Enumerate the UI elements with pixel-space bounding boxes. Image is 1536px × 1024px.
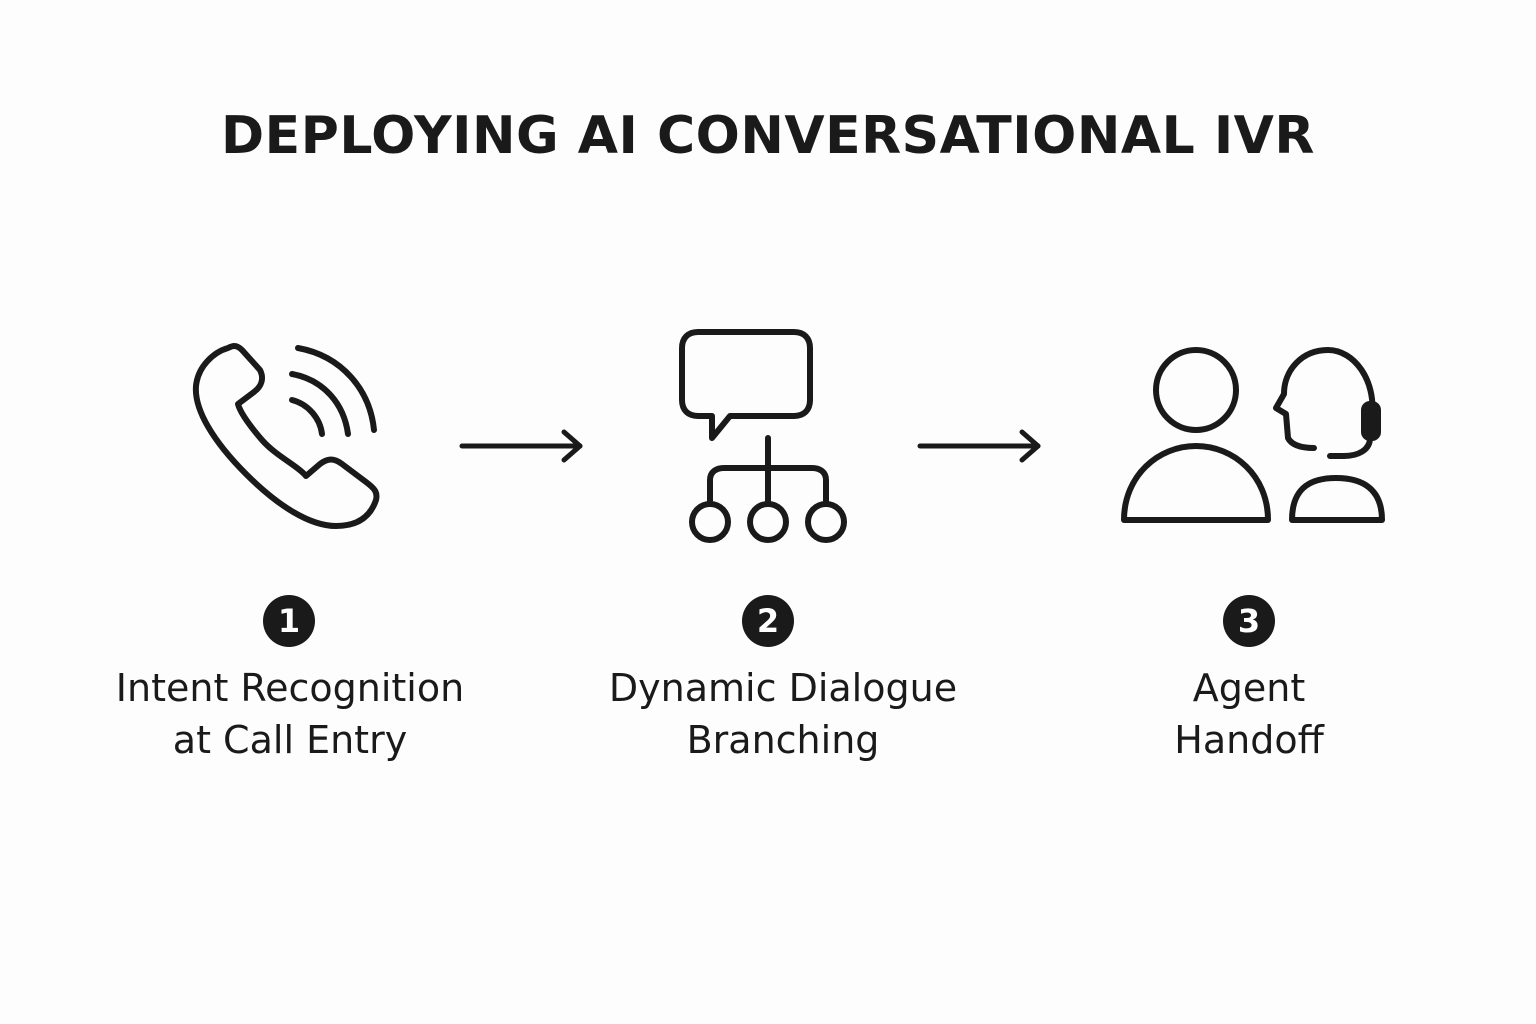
step-3-number-badge: 3 — [1223, 595, 1275, 647]
step-1-label-line-1: Intent Recognition — [115, 666, 465, 710]
step-3-label-line-1: Agent — [1192, 666, 1306, 710]
phone-call-icon — [192, 343, 380, 529]
step-1-label: Intent Recognition at Call Entry — [60, 662, 520, 766]
step-3-label: Agent Handoff — [1019, 662, 1479, 766]
step-2-label-line-1: Dynamic Dialogue — [608, 666, 958, 710]
arrow-right-icon — [459, 429, 583, 463]
step-1-label-line-2: at Call Entry — [172, 718, 408, 762]
step-2-number-badge: 2 — [742, 595, 794, 647]
arrow-right-icon — [917, 429, 1041, 463]
step-3-label-line-2: Handoff — [1174, 718, 1324, 762]
person-agent-headset-icon — [1121, 347, 1385, 523]
chat-branching-icon — [679, 329, 847, 543]
step-2-label-line-2: Branching — [686, 718, 880, 762]
step-2-label: Dynamic Dialogue Branching — [553, 662, 1013, 766]
step-1-number-badge: 1 — [263, 595, 315, 647]
diagram-title: DEPLOYING AI CONVERSATIONAL IVR — [221, 106, 1315, 166]
